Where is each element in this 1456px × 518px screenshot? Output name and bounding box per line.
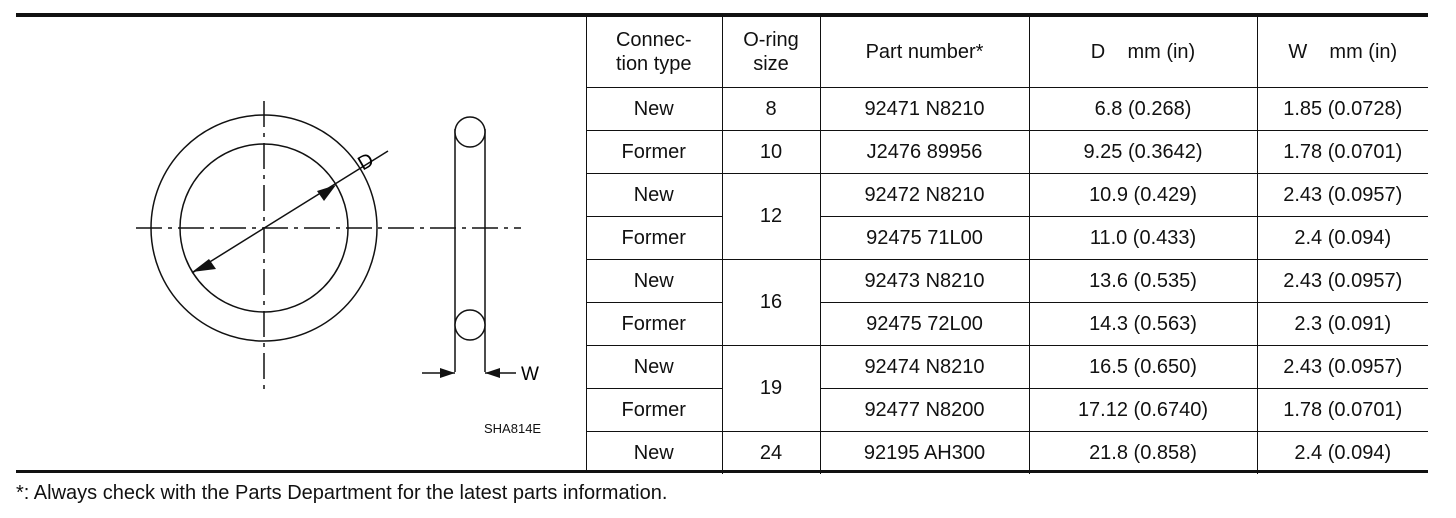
cell-w: 2.4 (0.094) (1256, 215, 1428, 260)
cell-w: 2.4 (0.094) (1256, 430, 1428, 474)
header-w-mm: W mm (in) (1256, 17, 1428, 88)
header-connection-type: Connec- tion type (586, 17, 723, 88)
cell-w: 1.78 (0.0701) (1256, 129, 1428, 174)
cell-d: 13.6 (0.535) (1028, 258, 1258, 303)
table-row: New 8 92471 N8210 6.8 (0.268) 1.85 (0.07… (586, 86, 1428, 131)
cell-d: 14.3 (0.563) (1028, 301, 1258, 346)
d-arrow-head-upper (317, 185, 336, 201)
cell-connection-type: New (586, 344, 723, 389)
table-row: Former 92475 71L00 11.0 (0.433) 2.4 (0.0… (586, 215, 1428, 260)
cell-d: 10.9 (0.429) (1028, 172, 1258, 217)
cell-oring-size: 16 (721, 258, 821, 346)
table-row: New 12 92472 N8210 10.9 (0.429) 2.43 (0.… (586, 172, 1428, 260)
parts-info-footnote: *: Always check with the Parts Departmen… (16, 482, 668, 504)
cell-oring-size: 10 (721, 129, 821, 174)
table-row: Former 10 J2476 89956 9.25 (0.3642) 1.78… (586, 129, 1428, 174)
spec-frame: D W SHA814E Connec- tion type O-ring siz… (16, 13, 1428, 474)
cell-part-number: 92475 72L00 (819, 301, 1030, 346)
cell-connection-type: Former (586, 387, 723, 432)
cell-d: 6.8 (0.268) (1028, 86, 1258, 131)
header-oring-size: O-ring size (721, 17, 821, 88)
table-row: New 16 92473 N8210 13.6 (0.535) 2.43 (0.… (586, 258, 1428, 346)
cell-part-number: 92475 71L00 (819, 215, 1030, 260)
cell-connection-type: Former (586, 215, 723, 260)
cell-w: 2.3 (0.091) (1256, 301, 1428, 346)
cell-part-number: 92195 AH300 (819, 430, 1030, 474)
w-arrow-head-left (440, 368, 455, 378)
cell-connection-type: New (586, 86, 723, 131)
figure-code: SHA814E (484, 421, 542, 436)
w-arrow-head-right (485, 368, 500, 378)
cell-part-number: J2476 89956 (819, 129, 1030, 174)
cell-connection-type: Former (586, 129, 723, 174)
cell-w: 2.43 (0.0957) (1256, 258, 1428, 303)
w-dimension-label: W (521, 364, 539, 385)
cell-d: 16.5 (0.650) (1028, 344, 1258, 389)
cell-part-number: 92477 N8200 (819, 387, 1030, 432)
cell-part-number: 92474 N8210 (819, 344, 1030, 389)
cell-connection-type: New (586, 430, 723, 474)
table-row: New 24 92195 AH300 21.8 (0.858) 2.4 (0.0… (586, 430, 1428, 474)
cell-w: 1.85 (0.0728) (1256, 86, 1428, 131)
d-arrow-head-lower (192, 259, 216, 272)
oring-inner-circle (179, 143, 349, 313)
cell-part-number: 92471 N8210 (819, 86, 1030, 131)
header-part-number: Part number* (819, 17, 1030, 88)
cross-section-bottom (454, 309, 486, 341)
oring-figure: D W SHA814E (16, 17, 587, 470)
cell-w: 1.78 (0.0701) (1256, 387, 1428, 432)
table-row: Former 92477 N8200 17.12 (0.6740) 1.78 (… (586, 387, 1428, 432)
table-row: Former 92475 72L00 14.3 (0.563) 2.3 (0.0… (586, 301, 1428, 346)
cell-part-number: 92473 N8210 (819, 258, 1030, 303)
cell-d: 11.0 (0.433) (1028, 215, 1258, 260)
oring-outer-circle (150, 114, 378, 342)
cell-oring-size: 12 (721, 172, 821, 260)
cross-section-top (454, 116, 486, 148)
d-dimension-line (191, 150, 389, 274)
oring-spec-table: Connec- tion type O-ring size Part numbe… (586, 17, 1428, 474)
d-dimension-label: D (354, 149, 378, 175)
cell-connection-type: New (586, 172, 723, 217)
cell-connection-type: New (586, 258, 723, 303)
cell-oring-size: 8 (721, 86, 821, 131)
table-row: New 19 92474 N8210 16.5 (0.650) 2.43 (0.… (586, 344, 1428, 432)
table-header-row: Connec- tion type O-ring size Part numbe… (586, 17, 1428, 88)
cell-d: 9.25 (0.3642) (1028, 129, 1258, 174)
header-d-mm: D mm (in) (1028, 17, 1258, 88)
cell-oring-size: 24 (721, 430, 821, 474)
cell-oring-size: 19 (721, 344, 821, 432)
oring-diagram: D W (136, 101, 539, 389)
cell-connection-type: Former (586, 301, 723, 346)
cell-part-number: 92472 N8210 (819, 172, 1030, 217)
cell-w: 2.43 (0.0957) (1256, 172, 1428, 217)
cell-d: 21.8 (0.858) (1028, 430, 1258, 474)
cell-w: 2.43 (0.0957) (1256, 344, 1428, 389)
cell-d: 17.12 (0.6740) (1028, 387, 1258, 432)
